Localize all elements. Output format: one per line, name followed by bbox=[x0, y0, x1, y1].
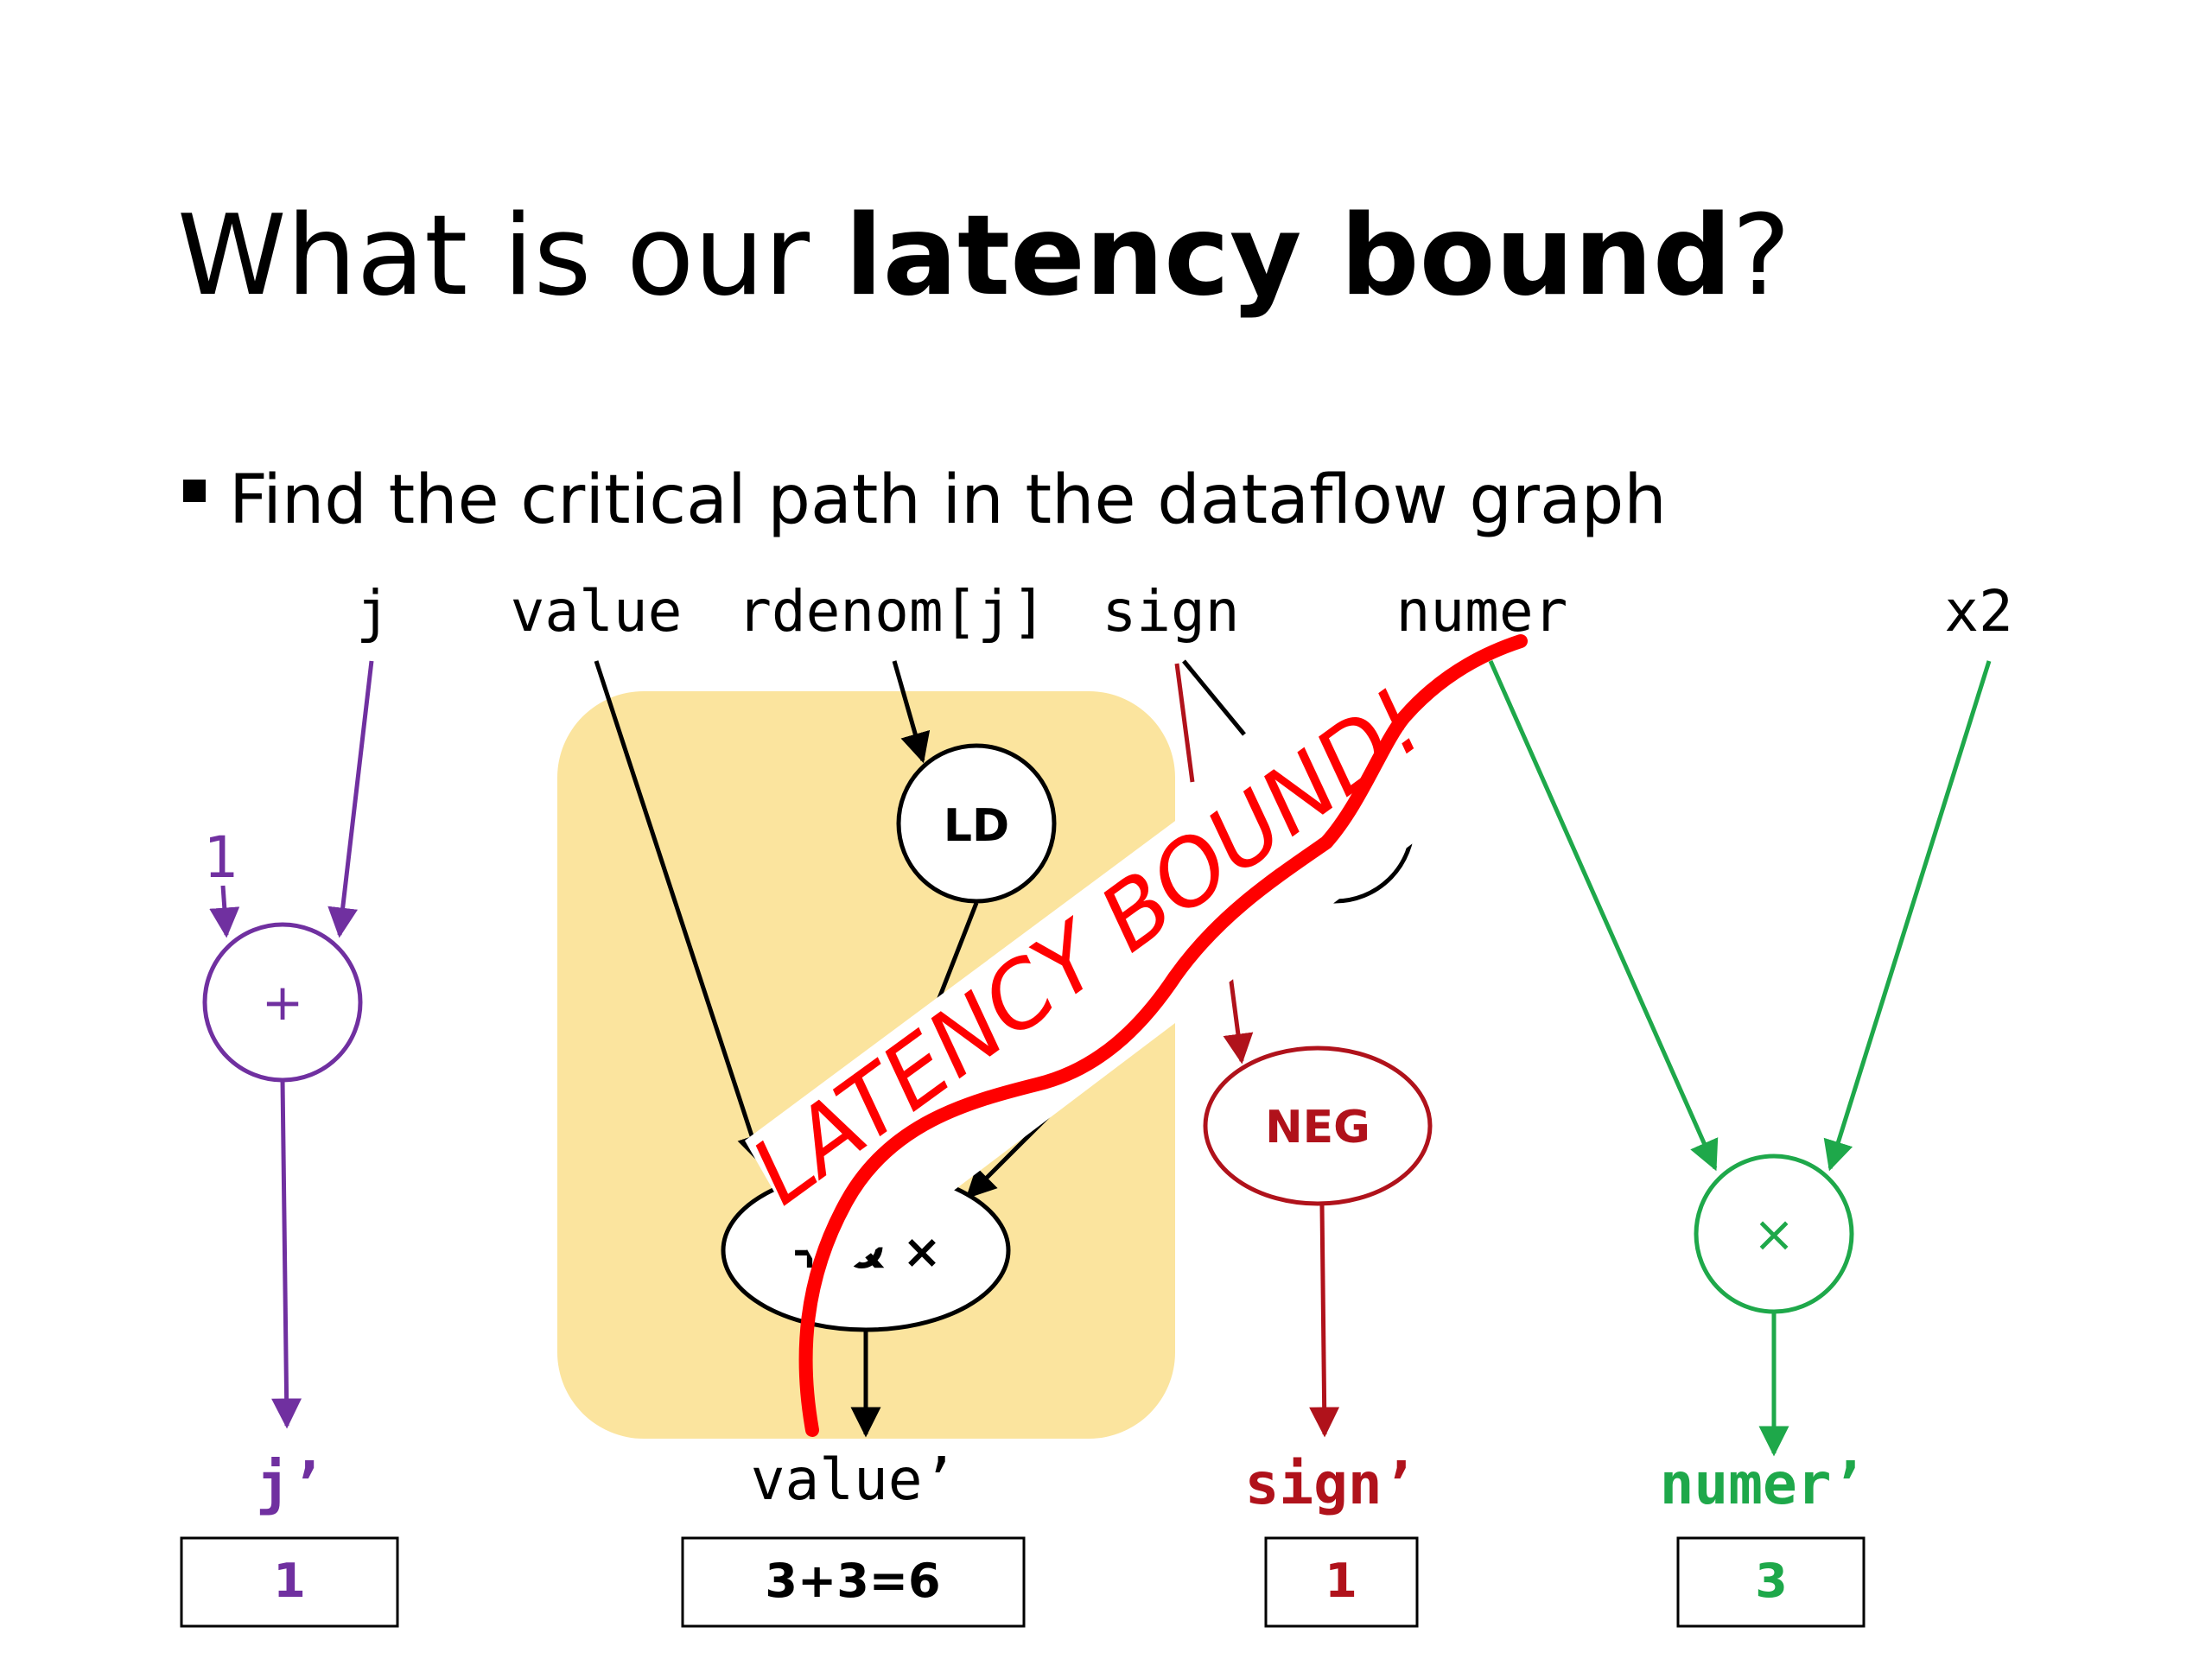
edge-one-to-add bbox=[209, 885, 240, 938]
edge-x2-to-mul bbox=[1823, 660, 1992, 1172]
bullet-text: Find the critical path in the dataflow g… bbox=[229, 461, 1667, 539]
node-neg bbox=[1203, 1046, 1433, 1206]
input-sign: sign bbox=[1103, 578, 1240, 645]
edge-sign-to-mux-a bbox=[1182, 659, 1246, 736]
edge-j-to-add bbox=[327, 660, 374, 938]
output-valueprime-label: value’ bbox=[751, 1446, 957, 1513]
output-valueprime-value: 3+3=6 bbox=[765, 1554, 940, 1608]
output-jprime-label: j’ bbox=[256, 1451, 324, 1517]
output-jprime-box bbox=[180, 1536, 399, 1628]
input-value: value bbox=[511, 578, 683, 645]
input-j: j bbox=[356, 578, 391, 645]
edge-rdenom-to-ld bbox=[892, 660, 931, 764]
output-signprime-box bbox=[1264, 1536, 1419, 1628]
input-numer: numer bbox=[1396, 578, 1568, 645]
output-signprime-label: sign’ bbox=[1245, 1451, 1417, 1517]
output-numerprime-label: numer’ bbox=[1660, 1451, 1866, 1517]
input-x2: x2 bbox=[1944, 578, 2012, 645]
output-numerprime-value: 3 bbox=[1755, 1554, 1788, 1608]
output-valueprime-box bbox=[681, 1536, 1026, 1628]
input-rdenom: rdenom[j] bbox=[737, 578, 1046, 645]
node-ld-label: LD bbox=[944, 800, 1009, 852]
node-neg-label: NEG bbox=[1265, 1102, 1370, 1154]
output-signprime-value: 1 bbox=[1325, 1554, 1357, 1608]
output-numerprime-box bbox=[1676, 1536, 1866, 1628]
node-add-label: + bbox=[262, 973, 304, 1032]
bullet-marker bbox=[183, 480, 206, 502]
slide-title: What is our latency bound? bbox=[177, 192, 1790, 321]
edge-neg-to-signprime bbox=[1309, 1205, 1340, 1438]
node-add bbox=[202, 922, 363, 1083]
node-mul-label: × bbox=[1753, 1205, 1796, 1263]
constant-one: 1 bbox=[203, 824, 238, 891]
annotation-critical-path bbox=[798, 634, 1528, 1437]
node-ld bbox=[896, 743, 1057, 904]
node-mul bbox=[1694, 1154, 1854, 1314]
edge-add-to-jprime bbox=[271, 1079, 302, 1429]
edge-value-to-fma bbox=[594, 660, 766, 1166]
edge-sign-to-mux-b bbox=[1174, 663, 1195, 783]
edge-numer-to-mul bbox=[1488, 659, 1719, 1172]
output-jprime-value: 1 bbox=[273, 1554, 306, 1608]
